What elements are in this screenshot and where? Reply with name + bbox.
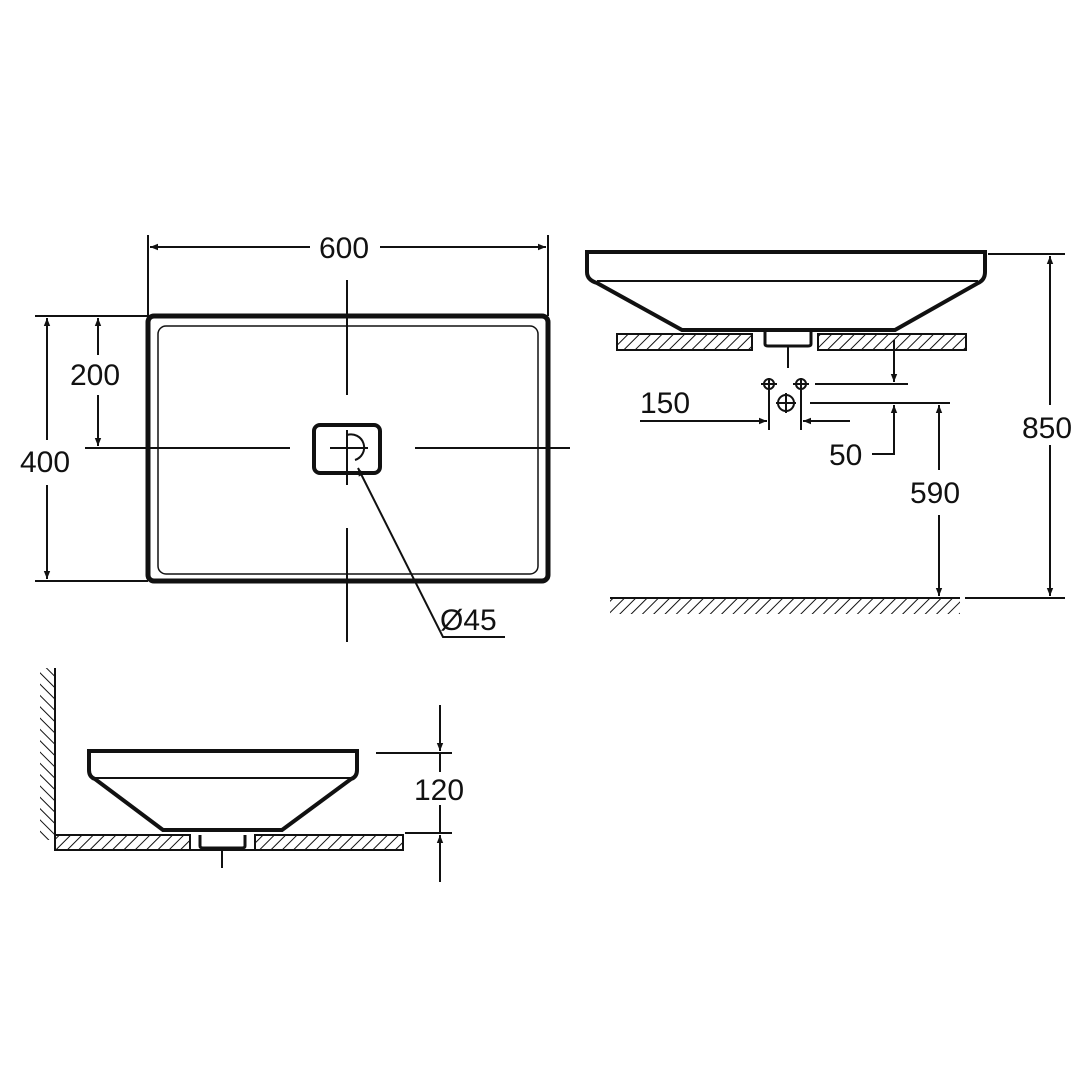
tap-spacing-label: 150 [640,387,690,420]
total-height-label: 850 [1022,412,1072,445]
width-label: 600 [319,232,369,265]
side-view: 120 [40,668,464,882]
countertop-right [817,333,967,351]
basin-profile-front [585,250,987,332]
drain-front [763,332,813,348]
tap-offset-label: 50 [829,439,862,472]
countertop-left [616,333,753,351]
drain-circle [346,433,366,461]
basin-height-label: 120 [414,774,464,807]
front-view: 150 50 590 850 [585,250,1072,614]
top-view: Ø45 600 400 200 [20,232,570,642]
waste-height-label: 590 [910,477,960,510]
floor-front [610,598,960,614]
tap-connections [761,378,809,430]
drain-diameter-label: Ø45 [440,604,497,637]
depth-label: 400 [20,446,70,479]
basin-profile-side [87,749,359,832]
drain-offset-label: 200 [70,359,120,392]
wall [40,668,54,840]
countertop-side-left [54,834,191,851]
countertop-side-right [254,834,404,851]
